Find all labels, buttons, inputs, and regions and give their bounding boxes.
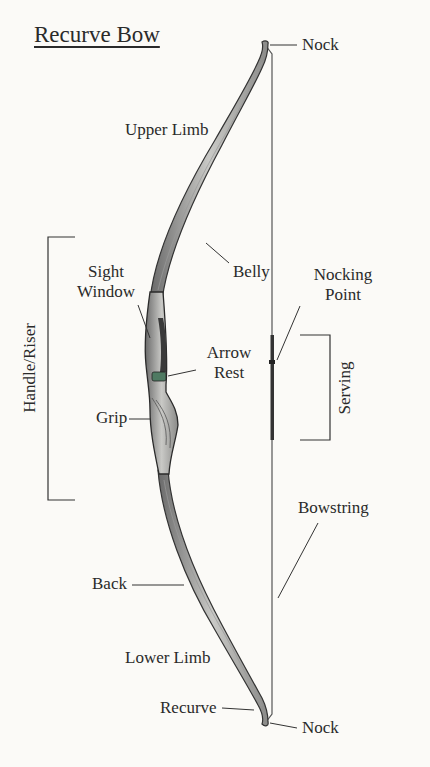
upper-limb bbox=[150, 41, 268, 300]
part-label: Belly bbox=[233, 262, 270, 282]
part-label: Back bbox=[92, 574, 127, 594]
nocking-point-mark bbox=[269, 360, 275, 364]
part-label: Arrow Rest bbox=[200, 343, 258, 383]
part-label: Lower Limb bbox=[125, 648, 210, 668]
arrow-rest bbox=[152, 372, 166, 381]
serving-bracket bbox=[300, 335, 330, 440]
part-label: Recurve bbox=[160, 698, 217, 718]
limb-shading bbox=[164, 480, 262, 706]
grip-shading bbox=[152, 398, 170, 448]
diagram-title: Recurve Bow bbox=[34, 22, 160, 48]
riser bbox=[145, 292, 178, 474]
sight-window bbox=[158, 318, 166, 372]
part-label: Serving bbox=[335, 362, 355, 415]
limb-shading bbox=[158, 62, 262, 290]
part-label: Grip bbox=[96, 408, 127, 428]
part-label: Handle/Riser bbox=[20, 323, 40, 413]
part-label: Nock bbox=[302, 718, 339, 738]
leader-lines bbox=[129, 45, 318, 728]
part-label: Nock bbox=[302, 35, 339, 55]
serving-wrap bbox=[271, 335, 275, 440]
part-label: Nocking Point bbox=[302, 265, 384, 305]
riser-bracket bbox=[48, 237, 75, 500]
part-label: Sight Window bbox=[70, 262, 142, 302]
lower-limb bbox=[158, 470, 268, 726]
part-label: Bowstring bbox=[298, 498, 369, 518]
part-label: Upper Limb bbox=[125, 120, 209, 140]
